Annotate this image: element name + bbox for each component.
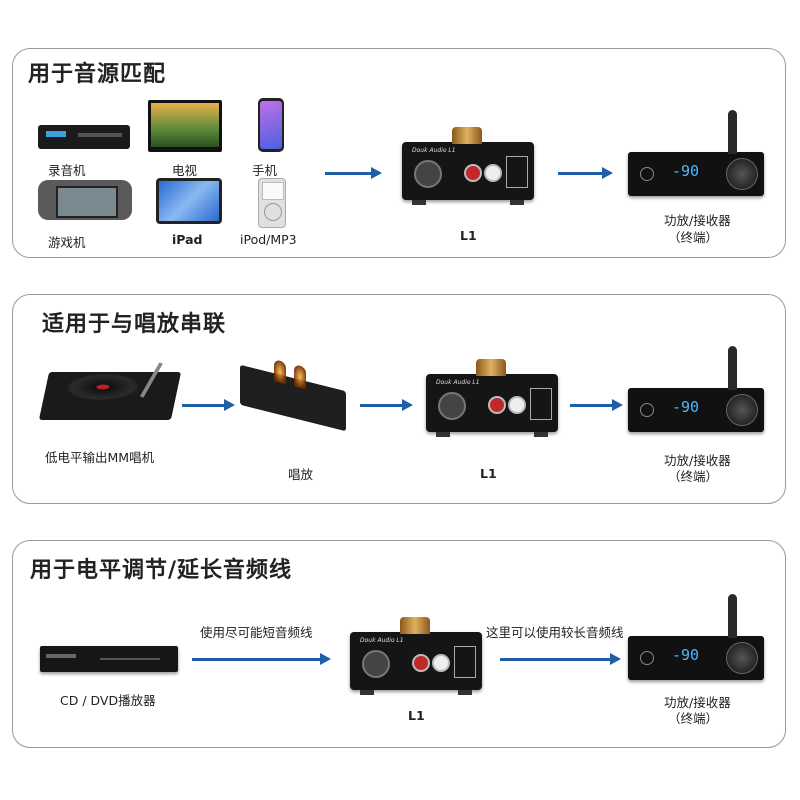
amplifier-device: -90: [628, 594, 764, 680]
phone-device: [258, 98, 284, 152]
source-label: iPod/MP3: [240, 232, 297, 247]
amplifier-sublabel: （终端）: [668, 230, 719, 245]
l1-booster-device: Douk Audio L1: [350, 617, 482, 695]
amplifier-label: 功放/接收器: [664, 213, 731, 228]
panel-title: 用于音源匹配: [28, 62, 167, 87]
signal-arrow: [570, 399, 623, 411]
source-label: 录音机: [48, 163, 86, 178]
signal-arrow: [500, 653, 621, 665]
panel-title: 适用于与唱放串联: [42, 312, 227, 337]
game-console-device: [38, 180, 132, 220]
amplifier-sublabel: （终端）: [668, 469, 719, 484]
l1-booster-device: Douk Audio L1: [426, 359, 558, 437]
amp-display: -90: [672, 398, 700, 416]
source-label: 游戏机: [48, 235, 86, 250]
cd-dvd-player-device: [40, 646, 178, 672]
amplifier-device: -90: [628, 110, 764, 196]
l1-booster-device: Douk Audio L1: [402, 127, 534, 205]
booster-label: L1: [460, 228, 477, 243]
short-cable-note: 使用尽可能短音频线: [200, 625, 313, 640]
tv-device: [148, 100, 222, 152]
source-label: 电视: [172, 163, 198, 178]
booster-label: L1: [408, 708, 425, 723]
amplifier-device: -90: [628, 346, 764, 432]
panel-title: 用于电平调节/延长音频线: [30, 558, 293, 583]
turntable-device: [38, 362, 182, 420]
amplifier-sublabel: （终端）: [668, 711, 719, 726]
ipod-device: [258, 178, 286, 228]
signal-arrow: [182, 399, 235, 411]
turntable-label: 低电平输出MM唱机: [45, 450, 155, 465]
signal-arrow: [360, 399, 413, 411]
long-cable-note: 这里可以使用较长音频线: [486, 625, 624, 640]
amplifier-label: 功放/接收器: [664, 453, 731, 468]
player-label: CD / DVD播放器: [60, 693, 156, 708]
signal-arrow: [325, 167, 382, 179]
source-label: 手机: [252, 163, 278, 178]
amp-display: -90: [672, 162, 700, 180]
amplifier-label: 功放/接收器: [664, 695, 731, 710]
source-label: iPad: [172, 232, 203, 247]
preamp-label: 唱放: [288, 467, 314, 482]
ipad-device: [156, 178, 222, 224]
recorder-device: [38, 125, 130, 149]
booster-label: L1: [480, 466, 497, 481]
signal-arrow: [192, 653, 331, 665]
signal-arrow: [558, 167, 613, 179]
amp-display: -90: [672, 646, 700, 664]
